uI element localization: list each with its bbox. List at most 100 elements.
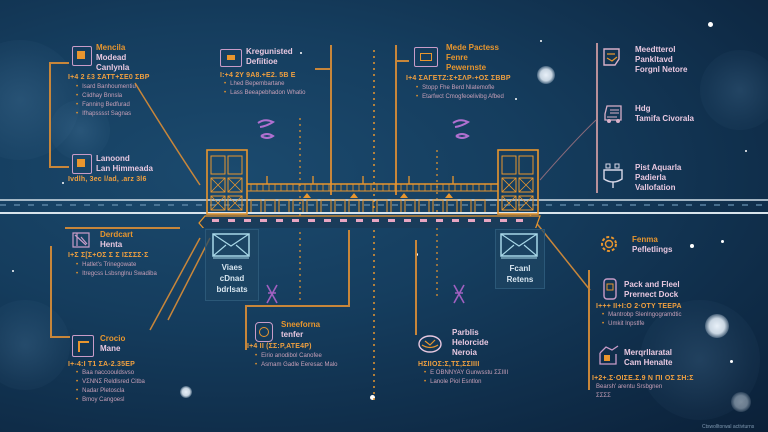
star	[708, 22, 713, 27]
node-subtitle: I+Σ Σ[Σ+ΟΣ Σ Σ ΙΣΣΣΣ·Σ	[68, 252, 149, 259]
connector-line	[49, 62, 69, 64]
panel-right-line-2: Retens	[506, 275, 534, 284]
bridge	[198, 149, 541, 228]
node-bullets: •Lhed Bepembartane •Lass Beeapebhadon Wh…	[224, 81, 306, 96]
panel-left-label: Viaes cDnad bdrlsats	[206, 262, 258, 295]
connector-line	[348, 230, 350, 306]
moon	[705, 314, 729, 338]
panel-right[interactable]: Fcanl Retens	[495, 229, 545, 289]
connector-line	[415, 240, 417, 335]
lock-icon	[603, 278, 617, 300]
connector-line	[395, 60, 409, 62]
node-title: Fenma Pefletlings	[632, 235, 673, 254]
node-title: Mede Pactess Fenre Pewernste	[446, 43, 499, 72]
machine-icon	[414, 47, 438, 67]
connector-line	[315, 68, 331, 70]
connector-line	[49, 166, 69, 168]
node-subtitle: Ivdlh, 3ec l/ad, .arz 3l6	[68, 176, 147, 183]
dna-icon	[257, 119, 275, 139]
node-bottom-right-3[interactable]: Merqrllaratal Cam Henalte Ι+2+.Σ·ΟΙΣΕ.Σ.…	[592, 344, 742, 399]
node-title: Crocio Mane	[100, 334, 126, 353]
envelope-icon	[500, 233, 538, 259]
node-bullets: •Stopp Fhe Berd Nlatemofle •Etarfwct Cmo…	[416, 85, 504, 100]
document-icon	[72, 232, 90, 248]
connector-line	[245, 305, 350, 307]
frame-icon	[72, 46, 92, 66]
star	[690, 244, 694, 248]
connector-line	[245, 305, 247, 350]
node-title: Pist Aquarla Padierla Vallofation	[635, 163, 682, 192]
connector-line	[596, 43, 598, 193]
star	[540, 40, 542, 42]
star	[12, 270, 14, 272]
node-bullets: Bearsh' arentu Srsbgnen ΣΣΣΣ	[596, 384, 663, 399]
node-subtitle: I:+4 2Y 9A8.+E2. 5B E	[220, 72, 296, 79]
document-map-icon	[603, 48, 620, 66]
node-subtitle: I+-4:Ι Τ1 ΣΑ-2.35ΕΡ	[68, 361, 135, 368]
road-lower	[0, 212, 768, 214]
node-title: Mencila Modead Canlynla	[96, 43, 130, 72]
node-title: Kregunisted Defiitioe	[246, 47, 293, 66]
node-bottom-center-right[interactable]: Parblis Helorcide Neroia ΗΣΙΙΟΣ:Σ,ΤΣ,ΣΣΙ…	[418, 328, 538, 388]
node-title: Derdcart Henta	[100, 230, 133, 249]
node-subtitle: I+4 2 £3 ΣΑΤΤ+ΣΕ0 ΣΒΡ	[68, 74, 150, 81]
star	[730, 360, 733, 363]
node-top-center-right[interactable]: Mede Pactess Fenre Pewernste I+4 ΣΑΓΕΤΖ:…	[406, 43, 550, 103]
node-top-right-3[interactable]: Pist Aquarla Padierla Vallofation	[603, 163, 703, 193]
moon	[731, 392, 751, 412]
bokeh-light	[700, 50, 768, 130]
star	[721, 240, 724, 243]
dna-icon	[453, 284, 465, 304]
node-bottom-left-1[interactable]: Derdcart Henta I+Σ Σ[Σ+ΟΣ Σ Σ ΙΣΣΣΣ·Σ •H…	[68, 230, 192, 285]
connector-line	[395, 45, 397, 195]
node-bullets: •Isard Banhoumentiu •Ciidhay Bnnsla •Fan…	[76, 84, 136, 117]
panel-left[interactable]: Viaes cDnad bdrlsats	[205, 229, 259, 301]
moon	[180, 386, 192, 398]
node-bullets: •Ε ΟΒΝΝΥΑΥ Gunwsstu ΣΣΙΙΙΙ •Lanole Piol …	[424, 370, 509, 385]
deck-lights	[212, 219, 532, 222]
node-top-right-1[interactable]: Meedtterol Pankltavd Forgnl Netore	[603, 45, 703, 80]
envelope-icon	[212, 233, 250, 259]
connector-line	[588, 270, 590, 390]
moon	[537, 66, 555, 84]
node-subtitle: Ι+2+.Σ·ΟΙΣΕ.Σ.9 Ν ΠΙ ΟΣ ΣΗ:Σ	[592, 375, 694, 382]
node-top-center-left[interactable]: Kregunisted Defiitioe I:+4 2Y 9A8.+E2. 5…	[220, 47, 340, 107]
shipping-icon	[604, 105, 622, 123]
node-bullets: •Baa naccoouldsvso •VΣΝΝΣ Reldlsred Citb…	[76, 370, 145, 403]
node-top-right-2[interactable]: Hdg Tamifa Civorala	[603, 104, 703, 129]
node-top-left-2[interactable]: Lanoond Lan Himmeada Ivdlh, 3ec l/ad, .a…	[68, 154, 192, 189]
monitor-icon	[72, 154, 92, 174]
boat-icon	[418, 335, 442, 353]
node-subtitle: Ι+4 ΙΙ (ΣΣ:Ρ,ΑΤΕ4Ρ)	[247, 343, 312, 350]
panel-left-line-3: bdrlsats	[216, 285, 248, 294]
node-bottom-right-1[interactable]: Fenma Pefletlings	[598, 233, 698, 258]
node-bottom-right-2[interactable]: Pack and Fleel Prernect Dock Ι+++ ΙΙ+Ι:Ο…	[596, 278, 736, 333]
bokeh-light	[0, 300, 70, 390]
node-bottom-left-2[interactable]: Crocio Mane I+-4:Ι Τ1 ΣΑ-2.35ΕΡ •Baa nac…	[68, 333, 192, 403]
star	[515, 98, 517, 100]
star	[300, 52, 302, 54]
panel-left-line-2: cDnad	[219, 274, 245, 283]
node-top-left-1[interactable]: Mencila Modead Canlynla I+4 2 £3 ΣΑΤΤ+ΣΕ…	[68, 43, 192, 123]
star	[62, 182, 64, 184]
connector-line	[330, 45, 332, 195]
connector-line	[65, 227, 180, 229]
connector-line	[50, 246, 52, 336]
node-title: Hdg Tamifa Civorala	[635, 104, 694, 123]
connector-line	[49, 62, 51, 166]
panel-left-line-1: Viaes	[221, 263, 243, 272]
panel-right-line-1: Fcanl	[509, 264, 531, 273]
dna-icon	[266, 284, 278, 304]
gear-icon	[601, 236, 617, 252]
star	[745, 150, 747, 152]
frame-icon	[72, 335, 94, 357]
node-bottom-center-left[interactable]: Sneeforna tenfer Ι+4 ΙΙ (ΣΣ:Ρ,ΑΤΕ4Ρ) •Ei…	[247, 320, 375, 375]
node-subtitle: I+4 ΣΑΓΕΤΖ:Σ+ΣΛΡ-+ΟΣ ΣΒΒΡ	[406, 75, 511, 82]
node-title: Sneeforna tenfer	[281, 320, 321, 339]
road-lane-dashes	[0, 204, 768, 206]
node-bullets: •Eirio anodibol Canofee •Asmam Gadle Eer…	[255, 353, 338, 368]
node-title: Merqrllaratal Cam Henalte	[624, 348, 673, 367]
node-subtitle: Ι+++ ΙΙ+Ι:Ο 2·ΟΤΥ ΤΕΕΡΑ	[596, 303, 682, 310]
certificate-icon	[220, 49, 242, 67]
badge-icon	[255, 322, 273, 342]
